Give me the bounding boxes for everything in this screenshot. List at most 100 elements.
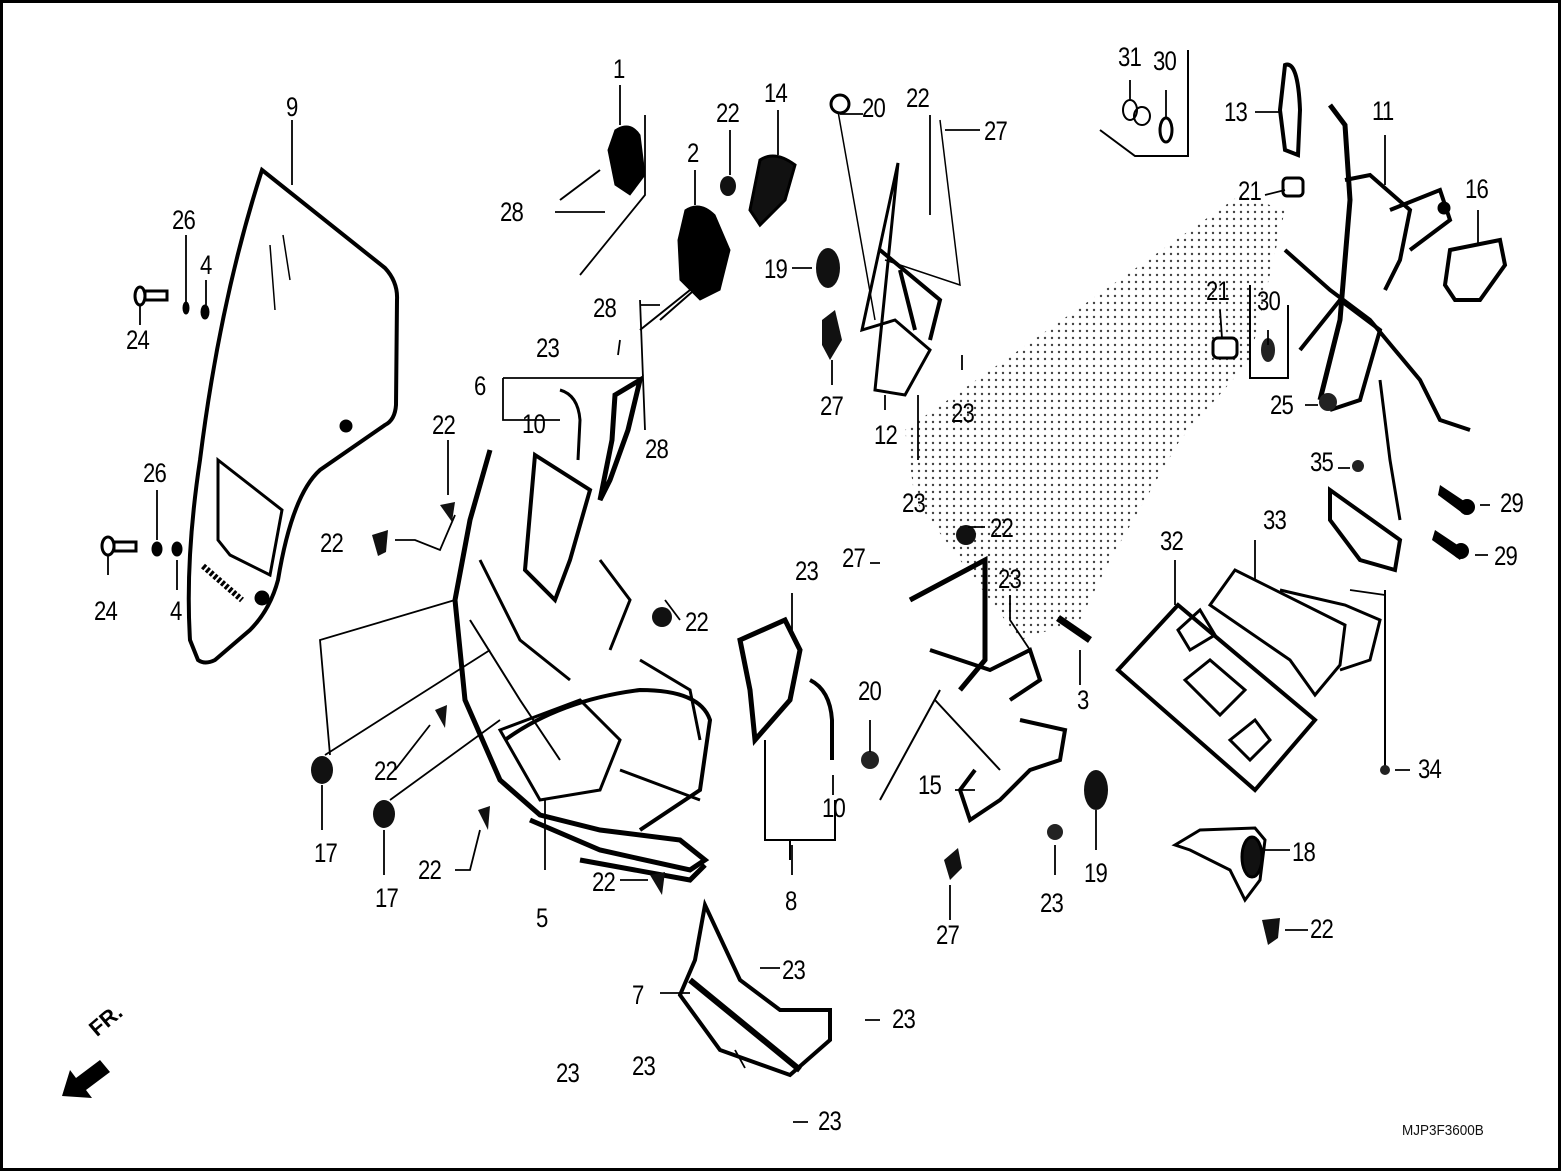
callout-26-upper[interactable]: 26 xyxy=(172,205,196,235)
callout-28-a[interactable]: 28 xyxy=(500,197,524,227)
callout-24-lower[interactable]: 24 xyxy=(94,596,118,626)
holder-part-18[interactable] xyxy=(1171,826,1267,903)
callout-9[interactable]: 9 xyxy=(286,92,298,122)
bracket-part-1[interactable] xyxy=(559,125,646,201)
callout-4-lower[interactable]: 4 xyxy=(170,596,182,626)
callout-29-a[interactable]: 29 xyxy=(1500,488,1524,518)
collar-21-top xyxy=(1281,176,1305,198)
front-cowl-part-5[interactable] xyxy=(452,449,713,883)
callout-11[interactable]: 11 xyxy=(1372,96,1394,126)
callout-19-lower[interactable]: 19 xyxy=(1084,858,1108,888)
callout-5[interactable]: 5 xyxy=(536,903,548,933)
callout-6[interactable]: 6 xyxy=(474,371,486,401)
callout-7[interactable]: 7 xyxy=(632,980,644,1010)
callout-23-b[interactable]: 23 xyxy=(795,556,819,586)
plate-part-32[interactable] xyxy=(1115,602,1318,793)
callout-17-a[interactable]: 17 xyxy=(314,838,338,868)
bracket-part-16[interactable] xyxy=(1442,237,1508,302)
hardware-upper-left xyxy=(133,285,210,320)
callout-2[interactable]: 2 xyxy=(687,138,699,168)
callout-10-right[interactable]: 10 xyxy=(822,793,846,823)
inner-panel-part-12[interactable] xyxy=(835,99,961,397)
callout-14[interactable]: 14 xyxy=(764,78,788,108)
bracket-part-33[interactable] xyxy=(1207,486,1403,768)
nut-20-top xyxy=(829,93,851,115)
callout-10-left[interactable]: 10 xyxy=(522,409,546,439)
callout-22-h[interactable]: 22 xyxy=(906,83,930,113)
callout-28-c[interactable]: 28 xyxy=(645,434,669,464)
shading-region xyxy=(905,195,1285,640)
callout-16[interactable]: 16 xyxy=(1465,174,1489,204)
callout-8[interactable]: 8 xyxy=(785,886,797,916)
cowl-stay-part-11[interactable] xyxy=(1283,103,1471,521)
callout-22-j[interactable]: 22 xyxy=(1310,914,1334,944)
callout-34[interactable]: 34 xyxy=(1418,754,1442,784)
callout-23-f[interactable]: 23 xyxy=(1040,888,1064,918)
callout-31[interactable]: 31 xyxy=(1118,42,1142,72)
callout-22-b[interactable]: 22 xyxy=(432,410,456,440)
callout-33[interactable]: 33 xyxy=(1263,505,1287,535)
callout-23-c[interactable]: 23 xyxy=(951,398,975,428)
callout-22-d[interactable]: 22 xyxy=(685,607,709,637)
callout-27-b[interactable]: 27 xyxy=(820,391,844,421)
callout-32[interactable]: 32 xyxy=(1160,526,1184,556)
callout-27-a[interactable]: 27 xyxy=(984,116,1008,146)
callout-22-c[interactable]: 22 xyxy=(320,528,344,558)
clip-22-top xyxy=(720,176,736,196)
callout-23-i[interactable]: 23 xyxy=(632,1051,656,1081)
callout-20-upper[interactable]: 20 xyxy=(862,93,886,123)
grommet-17-b xyxy=(373,800,395,828)
callout-3[interactable]: 3 xyxy=(1077,685,1089,715)
hardware-lower-left xyxy=(100,535,183,557)
callout-28-b[interactable]: 28 xyxy=(593,293,617,323)
callout-35[interactable]: 35 xyxy=(1310,447,1334,477)
callout-22-f[interactable]: 22 xyxy=(418,855,442,885)
clip-part-13[interactable] xyxy=(1277,62,1303,158)
callout-30-upper[interactable]: 30 xyxy=(1153,46,1177,76)
callout-29-b[interactable]: 29 xyxy=(1494,541,1518,571)
callout-26-lower[interactable]: 26 xyxy=(143,458,167,488)
callout-23-h[interactable]: 23 xyxy=(892,1004,916,1034)
callout-18[interactable]: 18 xyxy=(1292,837,1316,867)
callout-22-a[interactable]: 22 xyxy=(716,98,740,128)
nut-20-lower xyxy=(861,751,879,769)
callout-19-upper[interactable]: 19 xyxy=(764,254,788,284)
bolts-29 xyxy=(1432,485,1475,560)
cover-part-14[interactable] xyxy=(748,154,797,228)
nut-35 xyxy=(1352,460,1364,472)
lower-cover-part-7[interactable] xyxy=(677,898,832,1078)
callout-22-g[interactable]: 22 xyxy=(592,867,616,897)
callout-24-upper[interactable]: 24 xyxy=(126,325,150,355)
callout-20-lower[interactable]: 20 xyxy=(858,676,882,706)
callout-23-g[interactable]: 23 xyxy=(782,955,806,985)
clip-27-mid xyxy=(822,310,842,360)
side-cover-right-part-8[interactable] xyxy=(737,616,836,860)
bracket-part-2[interactable] xyxy=(639,205,731,331)
windscreen-part-9[interactable] xyxy=(186,166,400,665)
callout-1[interactable]: 1 xyxy=(613,54,625,84)
callout-27-d[interactable]: 27 xyxy=(936,920,960,950)
screw-34 xyxy=(1380,765,1390,775)
callout-23-d[interactable]: 23 xyxy=(902,488,926,518)
seal-part-3[interactable] xyxy=(1056,615,1092,643)
callout-21-lower[interactable]: 21 xyxy=(1206,276,1230,306)
callout-21-upper[interactable]: 21 xyxy=(1238,176,1262,206)
side-cover-left-part-6[interactable] xyxy=(559,374,644,502)
callout-22-e[interactable]: 22 xyxy=(374,756,398,786)
callout-23-e[interactable]: 23 xyxy=(998,564,1022,594)
callout-15[interactable]: 15 xyxy=(918,770,942,800)
grommet-19-top xyxy=(816,248,840,288)
callout-30-lower[interactable]: 30 xyxy=(1257,286,1281,316)
callout-23-a[interactable]: 23 xyxy=(536,333,560,363)
front-direction-arrow-icon xyxy=(62,1060,110,1098)
callout-12[interactable]: 12 xyxy=(874,420,898,450)
callout-4-upper[interactable]: 4 xyxy=(200,250,212,280)
callout-25[interactable]: 25 xyxy=(1270,390,1294,420)
callout-23-j[interactable]: 23 xyxy=(818,1106,842,1136)
callout-17-b[interactable]: 17 xyxy=(375,883,399,913)
callout-22-i[interactable]: 22 xyxy=(990,513,1014,543)
callout-27-c[interactable]: 27 xyxy=(842,543,866,573)
trim-clips-22 xyxy=(372,502,976,895)
callout-13[interactable]: 13 xyxy=(1224,97,1248,127)
